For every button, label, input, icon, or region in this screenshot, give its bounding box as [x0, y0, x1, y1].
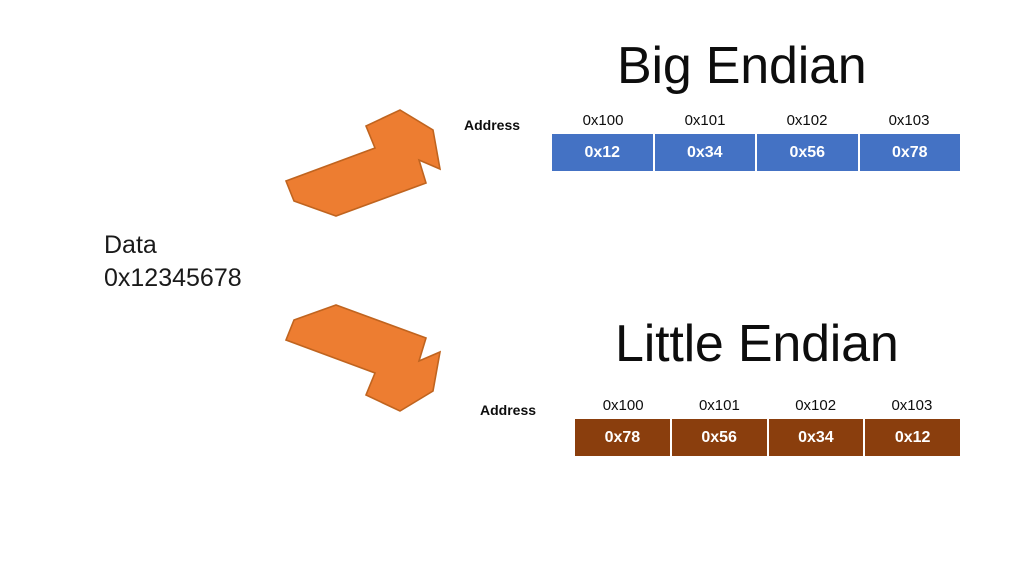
little-endian-title: Little Endian [615, 315, 899, 373]
address-cell: 0x100 [582, 112, 624, 129]
big-endian-byte-row: 0x12 0x34 0x56 0x78 [552, 134, 960, 171]
big-endian-title: Big Endian [617, 37, 867, 95]
source-data-value: 0x12345678 [104, 263, 242, 292]
big-endian-memory-table: 0x100 0x101 0x102 0x103 0x12 0x34 0x56 0… [552, 112, 960, 171]
big-endian-address-row: 0x100 0x101 0x102 0x103 [552, 112, 960, 134]
address-cell: 0x103 [888, 112, 930, 129]
address-cell: 0x101 [684, 112, 726, 129]
little-endian-memory-table: 0x100 0x101 0x102 0x103 0x78 0x56 0x34 0… [575, 397, 960, 456]
arrow-to-big-endian-icon [284, 109, 442, 217]
byte-cell: 0x34 [655, 134, 757, 171]
byte-cell: 0x12 [894, 428, 931, 446]
source-data-label: Data [104, 231, 157, 259]
address-cell: 0x101 [698, 397, 740, 414]
arrow-to-little-endian-icon [284, 304, 442, 412]
byte-cell: 0x34 [769, 419, 866, 456]
address-cell: 0x100 [602, 397, 644, 414]
address-cell: 0x102 [786, 112, 828, 129]
byte-cell: 0x56 [672, 419, 769, 456]
byte-cell: 0x12 [552, 134, 655, 171]
byte-cell: 0x56 [757, 134, 860, 171]
big-endian-address-label: Address [464, 117, 521, 133]
byte-cell: 0x78 [891, 143, 928, 161]
little-endian-address-label: Address [480, 402, 537, 418]
address-cell: 0x103 [891, 397, 933, 414]
byte-cell: 0x78 [575, 419, 672, 456]
source-data-block: Data 0x12345678 [104, 229, 242, 294]
little-endian-address-row: 0x100 0x101 0x102 0x103 [575, 397, 960, 419]
address-cell: 0x102 [795, 397, 837, 414]
little-endian-byte-row: 0x78 0x56 0x34 0x12 [575, 419, 960, 456]
